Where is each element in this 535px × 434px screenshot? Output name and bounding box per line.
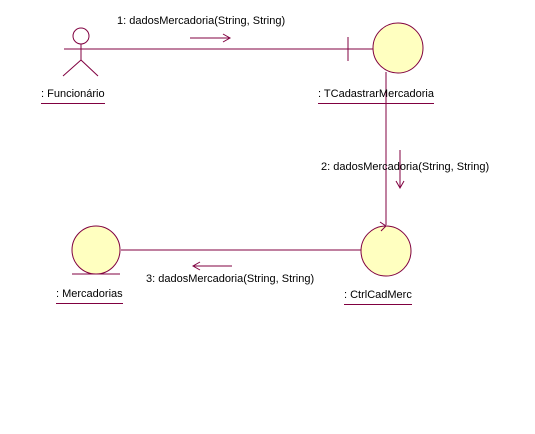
entity-name-label: : Mercadorias: [56, 288, 123, 304]
message-1-arrow: [190, 33, 232, 43]
boundary-name-label: : TCadastrarMercadoria: [318, 88, 434, 104]
message-3-label: 3: dadosMercadoria(String, String): [146, 273, 315, 285]
message-2-label: 2: dadosMercadoria(String, String): [321, 161, 490, 173]
control-name-label: : CtrlCadMerc: [344, 289, 412, 305]
message-1-label: 1: dadosMercadoria(String, String): [117, 15, 286, 27]
message-3-arrow: [191, 261, 232, 271]
actor-name-label: : Funcionário: [41, 88, 105, 104]
boundary-icon[interactable]: [347, 22, 424, 74]
actor-icon[interactable]: [62, 27, 99, 77]
message-2-arrow: [395, 150, 405, 190]
entity-icon[interactable]: [71, 225, 121, 275]
control-icon[interactable]: [360, 221, 412, 277]
